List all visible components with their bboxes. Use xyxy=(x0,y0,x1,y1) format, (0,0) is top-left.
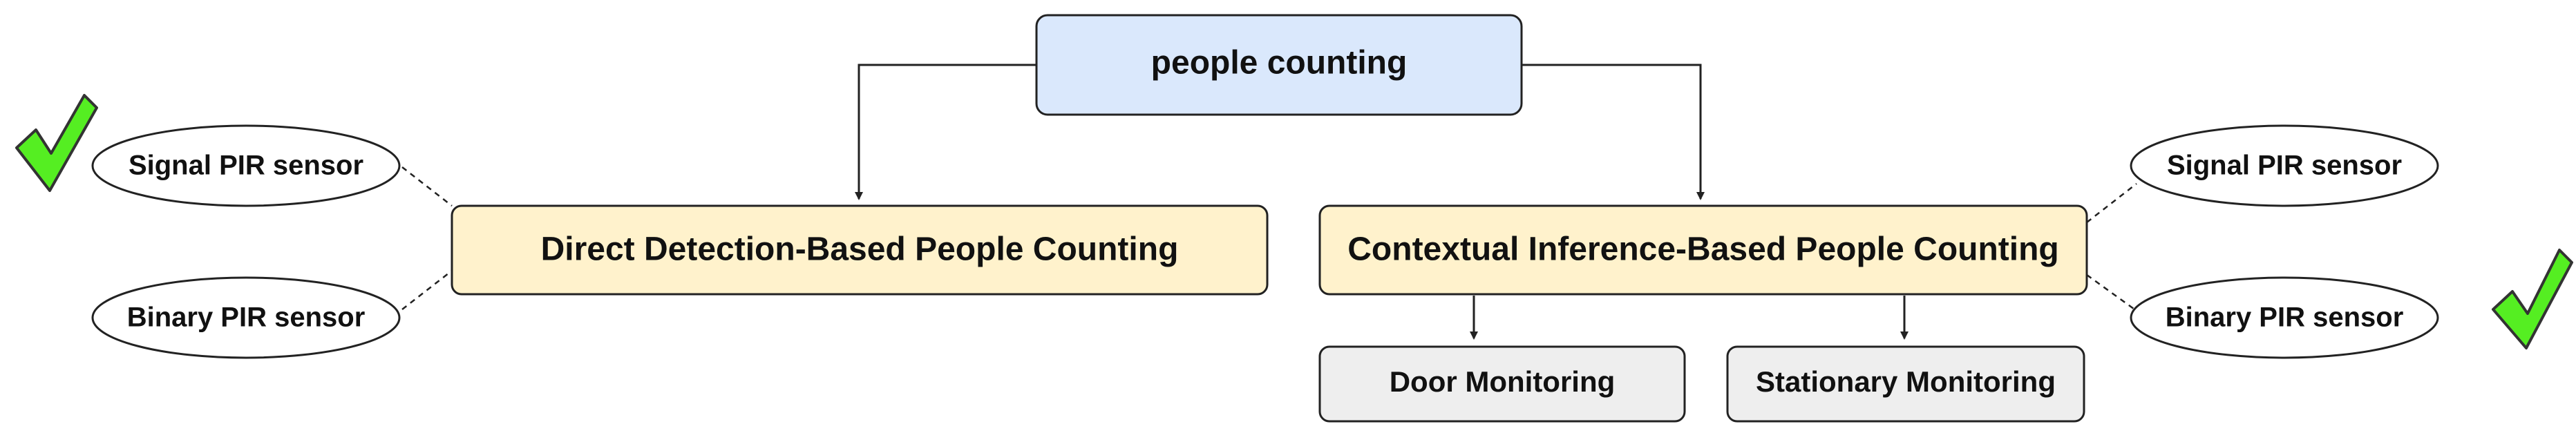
direct-detection-label: Direct Detection-Based People Counting xyxy=(541,231,1179,268)
left-signal-pir-sensor: Signal PIR sensor xyxy=(91,124,401,207)
connector-root-to-contextual xyxy=(1522,64,1705,200)
left-signal-pir-label: Signal PIR sensor xyxy=(129,151,363,181)
dashed-link-left-binary xyxy=(401,270,453,310)
root-node-label: people counting xyxy=(1151,45,1408,81)
stationary-monitoring-label: Stationary Monitoring xyxy=(1756,365,2056,398)
contextual-inference-label: Contextual Inference-Based People Counti… xyxy=(1347,231,2058,268)
checkmark-icon xyxy=(2492,249,2573,349)
door-monitoring-node: Door Monitoring xyxy=(1318,345,1686,423)
door-monitoring-label: Door Monitoring xyxy=(1390,365,1616,398)
direct-detection-node: Direct Detection-Based People Counting xyxy=(451,204,1269,296)
stationary-monitoring-node: Stationary Monitoring xyxy=(1726,345,2085,423)
dashed-link-right-binary xyxy=(2086,273,2137,312)
right-binary-pir-sensor: Binary PIR sensor xyxy=(2130,276,2439,359)
right-binary-pir-label: Binary PIR sensor xyxy=(2166,302,2404,333)
dashed-link-right-signal xyxy=(2086,183,2137,223)
left-binary-pir-label: Binary PIR sensor xyxy=(127,302,366,333)
root-node: people counting xyxy=(1035,14,1523,116)
right-signal-pir-sensor: Signal PIR sensor xyxy=(2130,124,2439,207)
right-signal-pir-label: Signal PIR sensor xyxy=(2167,151,2402,181)
left-binary-pir-sensor: Binary PIR sensor xyxy=(91,276,401,359)
dashed-link-left-signal xyxy=(401,166,453,206)
checkmark-icon xyxy=(15,94,98,192)
contextual-inference-node: Contextual Inference-Based People Counti… xyxy=(1318,204,2088,296)
connector-root-to-direct xyxy=(855,64,1036,200)
